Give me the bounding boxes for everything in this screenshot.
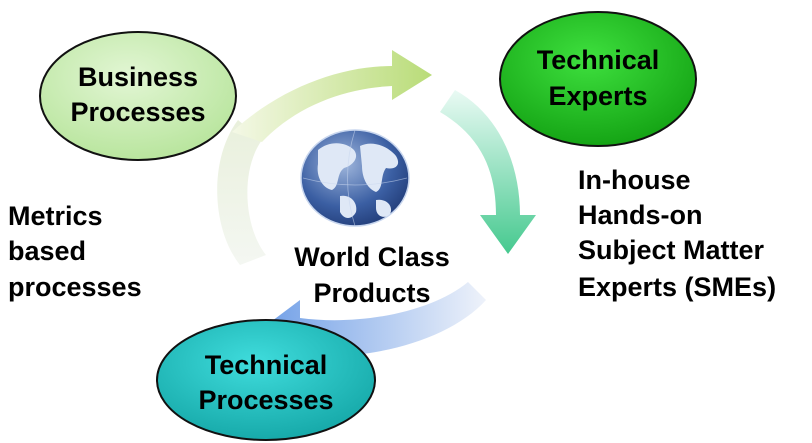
right-note: In-house Hands-on Subject Matter Experts… bbox=[578, 165, 776, 302]
technical-processes-line1: Technical bbox=[205, 350, 328, 380]
left-arc bbox=[217, 120, 266, 265]
right-note-line1: In-house bbox=[578, 165, 691, 195]
left-note-line3: processes bbox=[8, 272, 142, 302]
right-arrow bbox=[440, 90, 536, 254]
business-line1: Business bbox=[78, 62, 198, 92]
top-arrow bbox=[232, 50, 432, 142]
left-note-line1: Metrics bbox=[8, 201, 103, 231]
right-note-line2: Hands-on bbox=[578, 200, 703, 230]
left-note-line2: based bbox=[8, 236, 86, 266]
business-processes-node: Business Processes bbox=[39, 31, 237, 161]
left-note: Metrics based processes bbox=[8, 201, 142, 302]
center-line2: Products bbox=[313, 278, 430, 308]
technical-processes-line2: Processes bbox=[198, 385, 333, 415]
technical-experts-line1: Technical bbox=[537, 45, 660, 75]
right-note-line4: Experts (SMEs) bbox=[578, 272, 776, 302]
center-line1: World Class bbox=[294, 242, 450, 272]
technical-experts-line2: Experts bbox=[548, 81, 647, 111]
center-label: World Class Products bbox=[294, 242, 450, 308]
right-note-line3: Subject Matter bbox=[578, 235, 765, 265]
business-line2: Processes bbox=[70, 97, 205, 127]
technical-experts-node: Technical Experts bbox=[499, 11, 697, 147]
technical-processes-node: Technical Processes bbox=[156, 319, 376, 441]
globe-icon bbox=[300, 129, 410, 227]
